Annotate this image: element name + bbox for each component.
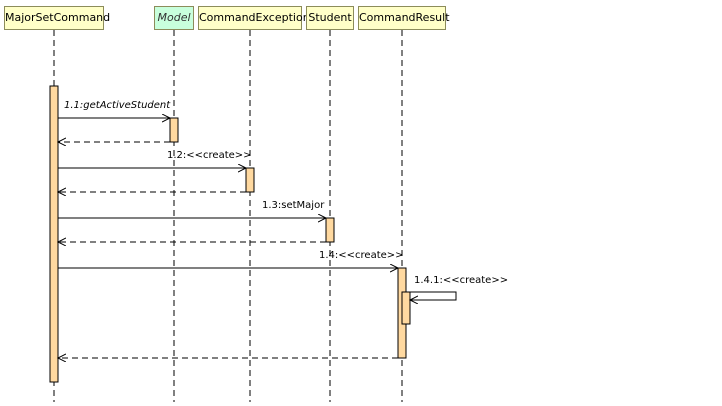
participant-student: Student	[306, 6, 354, 30]
message-label-create-result: 1.4:<<create>>	[319, 250, 404, 261]
activation-model	[169, 117, 179, 143]
message-label-set-major: 1.3:setMajor	[262, 200, 325, 211]
self-message-arrow-create	[406, 291, 457, 300]
activation-commandresult-nested	[401, 291, 411, 325]
activation-commandexception	[245, 167, 255, 193]
message-label-get-active-student: 1.1:getActiveStudent	[64, 100, 171, 111]
message-label-self-create: 1.4.1:<<create>>	[414, 275, 509, 286]
participant-model: Model	[154, 6, 194, 30]
message-label-create-exception: 1.2:<<create>>	[167, 150, 252, 161]
participant-commandexception: CommandException	[198, 6, 310, 30]
activation-majorsetcommand	[49, 85, 59, 383]
activation-student	[325, 217, 335, 243]
participant-majorsetcommand: MajorSetCommand	[4, 6, 110, 30]
participant-commandresult: CommandResult	[358, 6, 450, 30]
